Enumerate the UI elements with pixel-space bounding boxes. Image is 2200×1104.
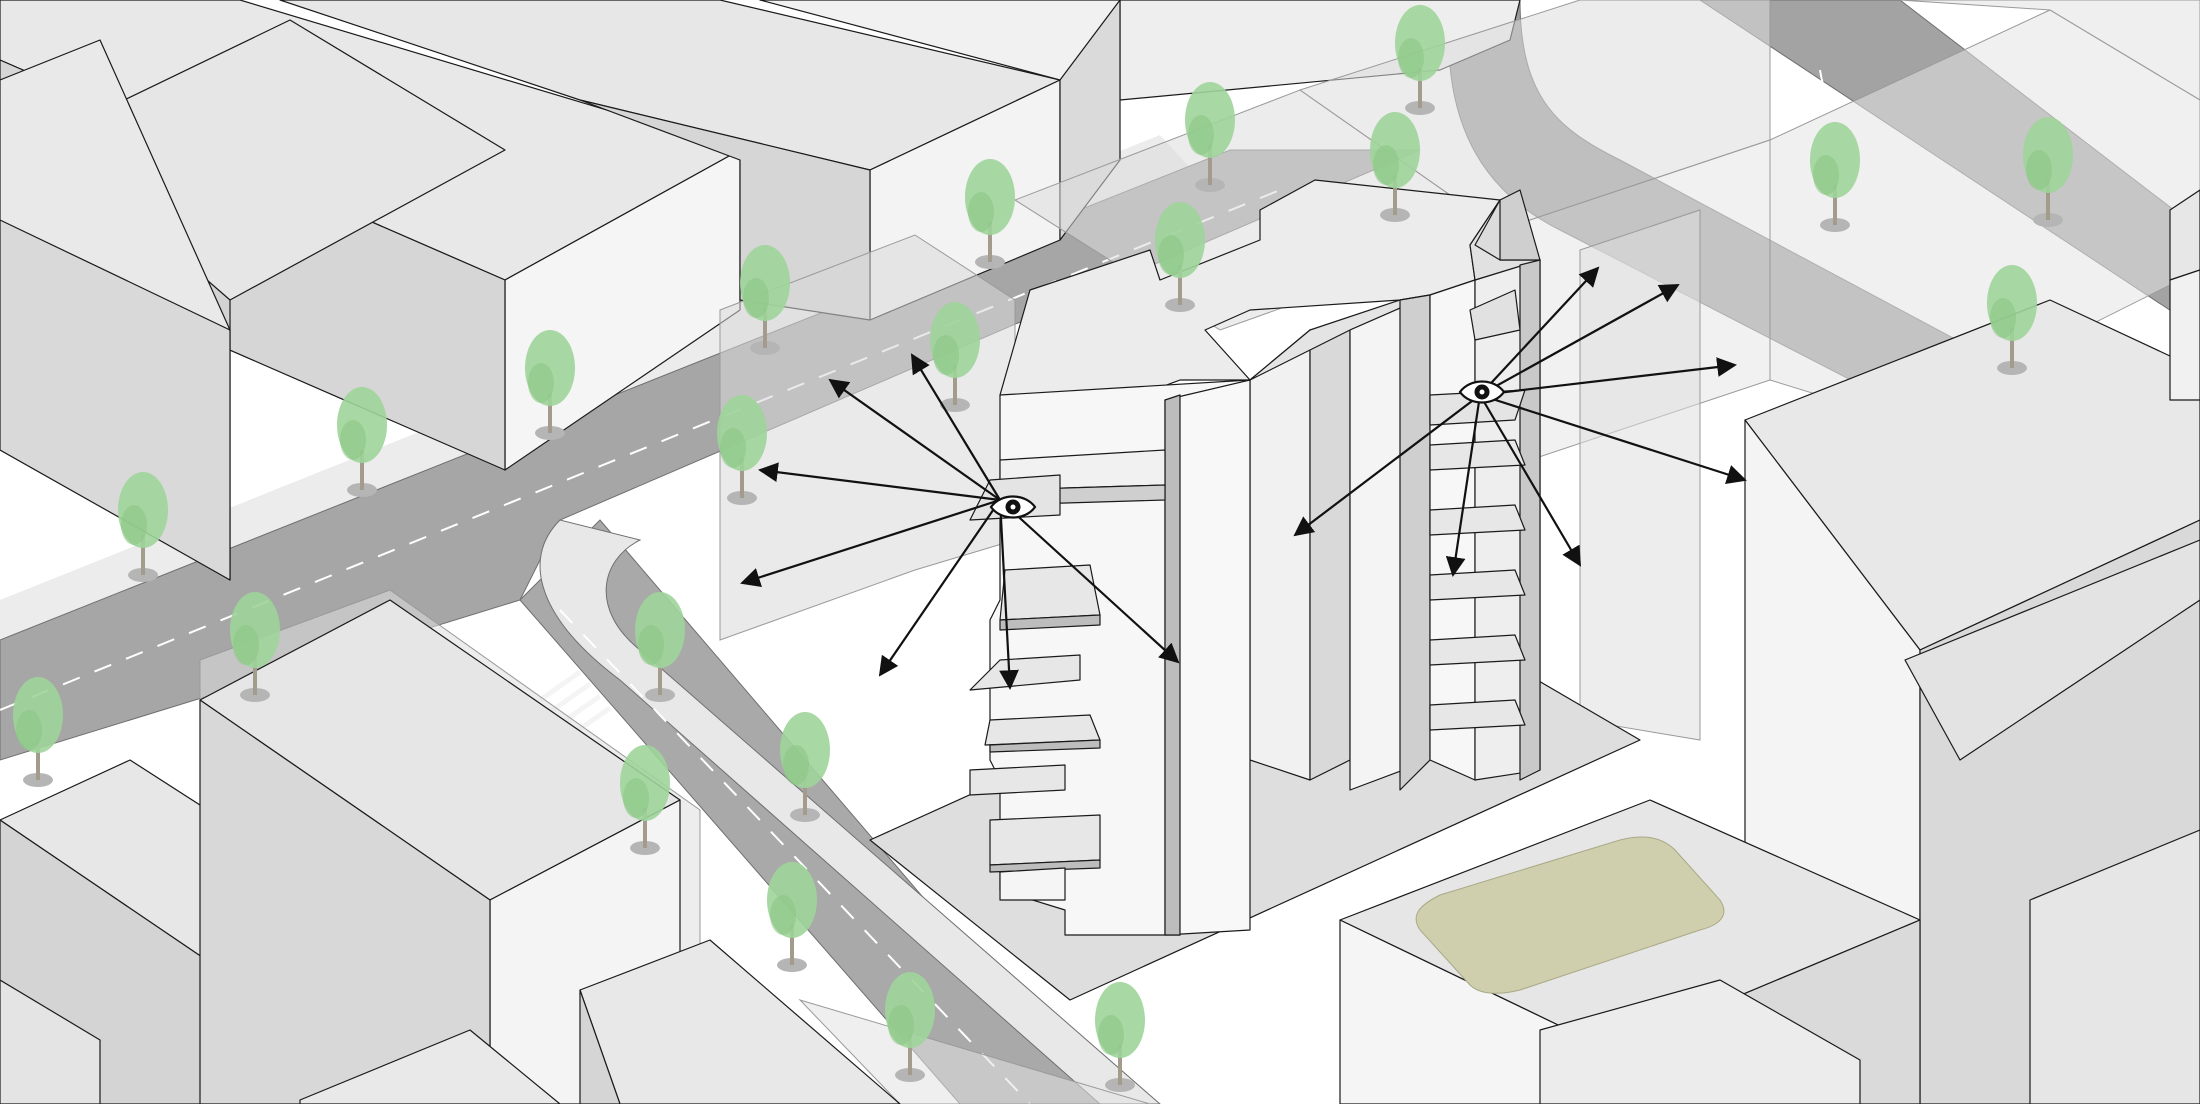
context-buildings-right [1339,189,2200,1104]
context-buildings-upper-left [0,0,1521,581]
sightlines-left [740,353,1180,690]
balconies-left [969,449,1166,901]
sightlines-right [1293,266,1747,577]
rooftop-garden [1415,836,1725,994]
context-buildings-lower-left [0,599,901,1104]
eye-icon [1458,380,1506,404]
eye-icon [989,495,1037,519]
